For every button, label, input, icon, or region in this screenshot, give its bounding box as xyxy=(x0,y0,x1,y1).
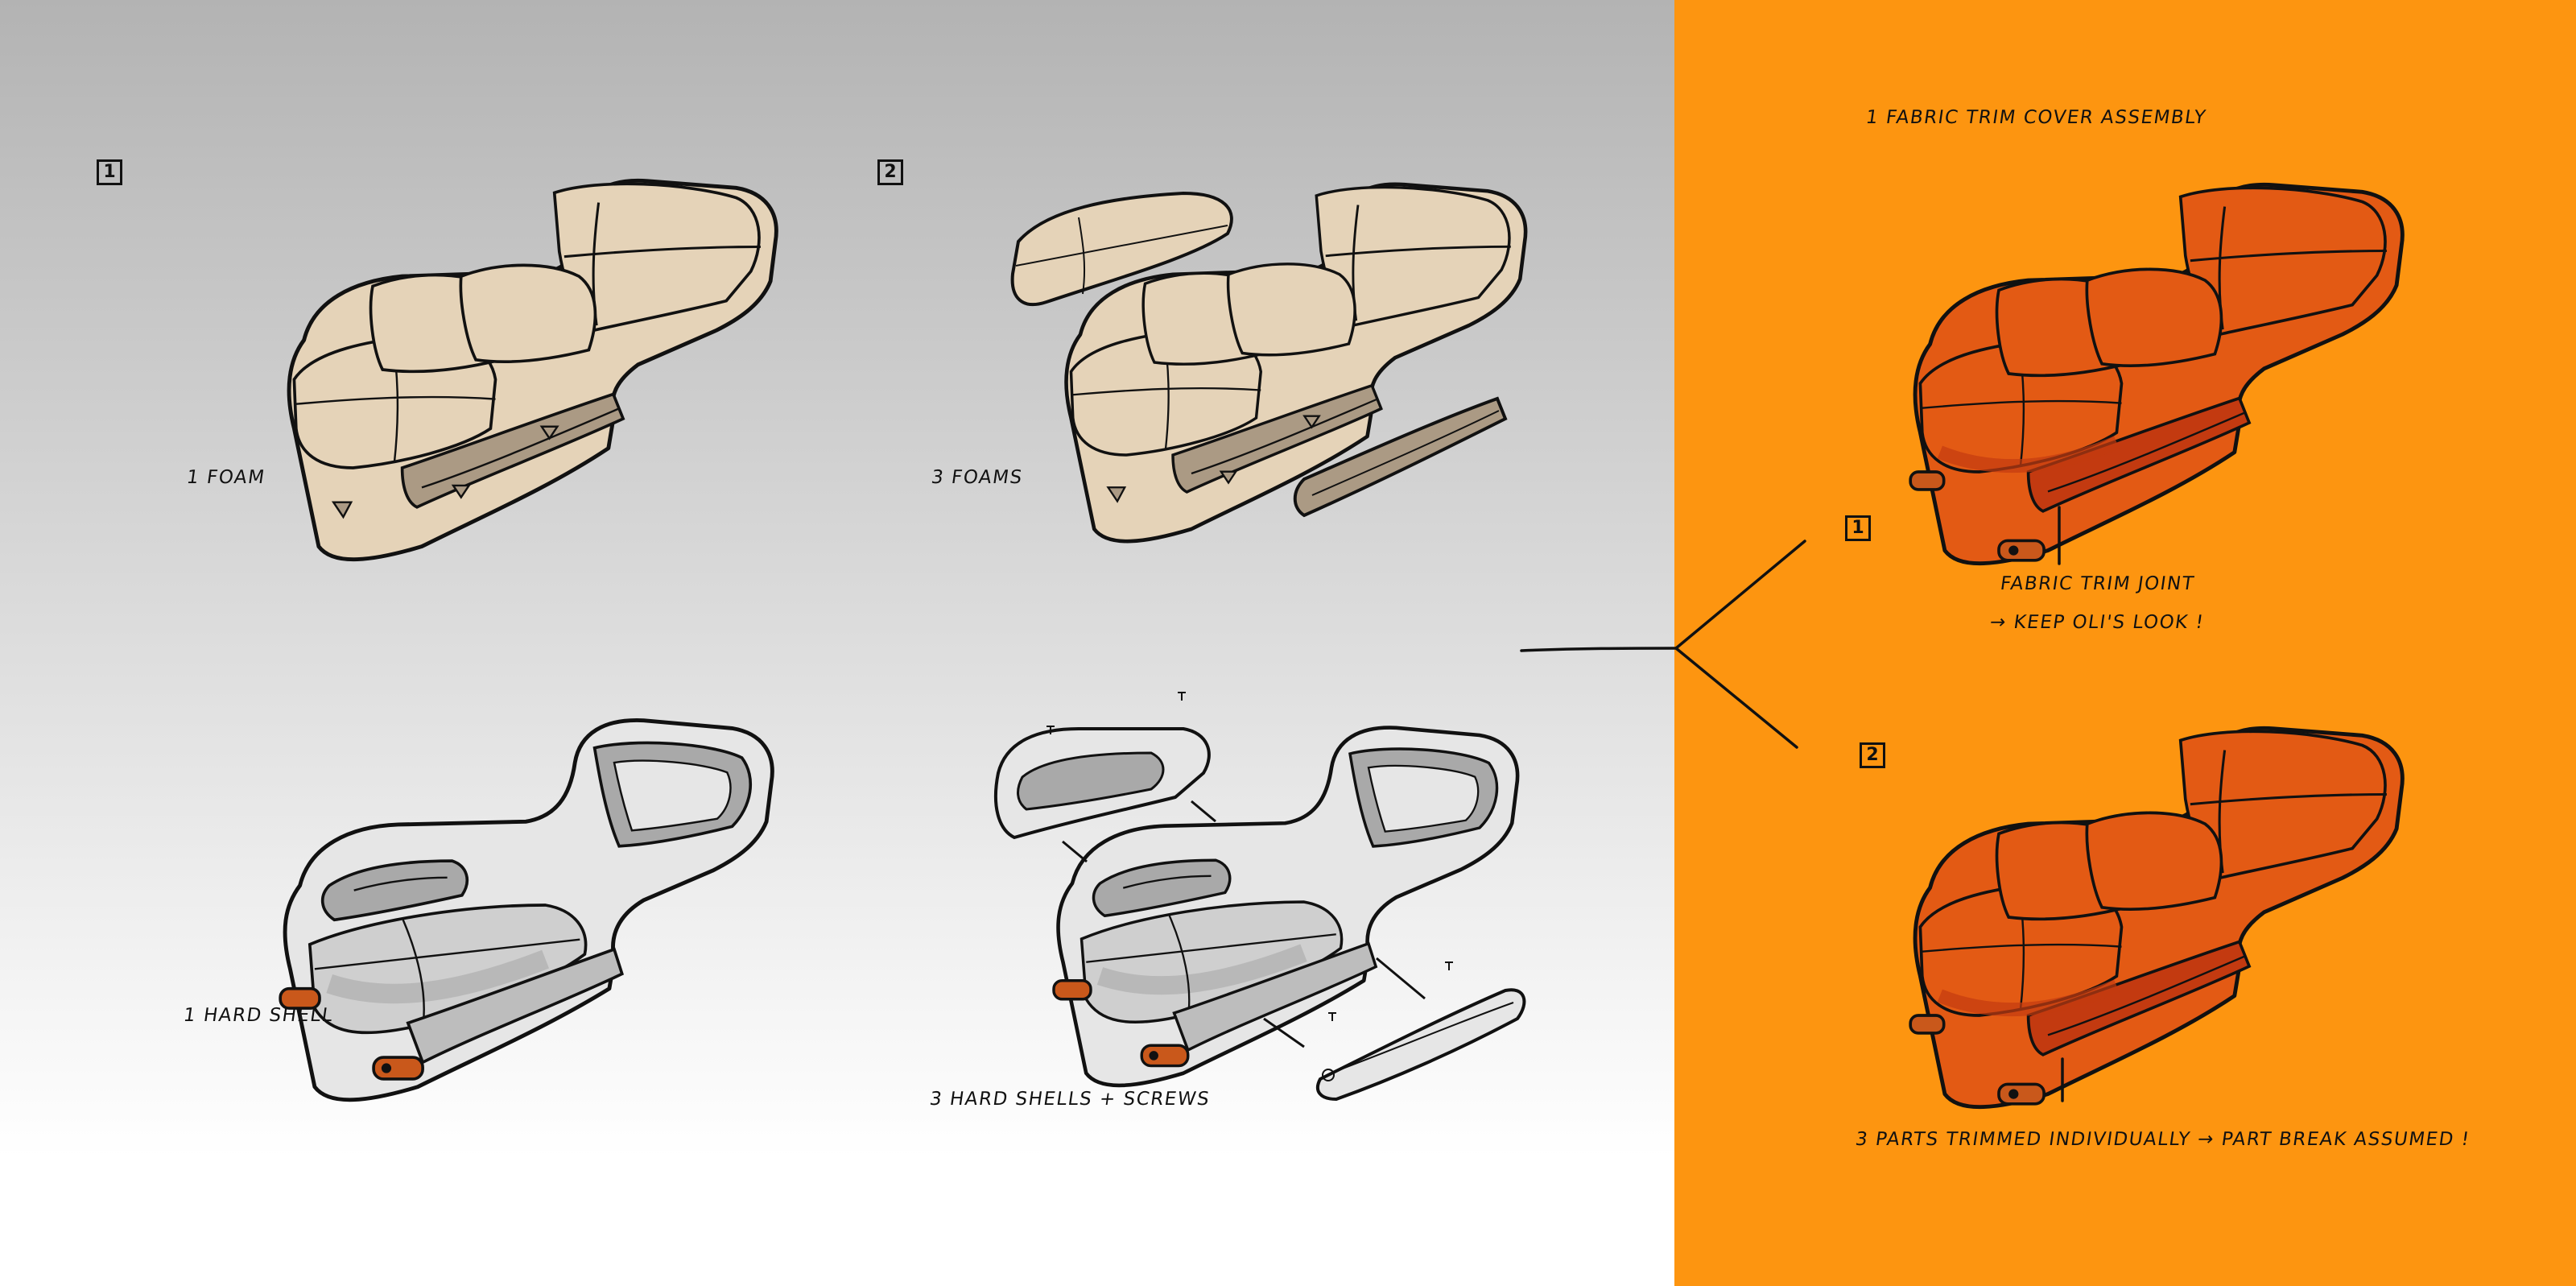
three-foam-seat-sketch xyxy=(1010,184,1525,541)
concept-1-marker: 1 xyxy=(97,159,122,185)
trim-option-2-marker: 2 xyxy=(1860,742,1885,768)
one-foam-label: 1 FOAM xyxy=(185,467,267,488)
trim-option-1-note-line2: → KEEP OLI'S LOOK ! xyxy=(1988,612,2206,633)
three-hard-shells-sketch xyxy=(994,692,1525,1102)
orange-panel xyxy=(1674,0,2576,1286)
trim-option-1-marker: 1 xyxy=(1845,515,1871,541)
three-foams-label: 3 FOAMS xyxy=(930,467,1025,488)
concept-2-marker: 2 xyxy=(877,159,903,185)
trim-panel-title: 1 FABRIC TRIM COVER ASSEMBLY xyxy=(1864,107,2208,128)
trim-option-1-note-line1: FABRIC TRIM JOINT xyxy=(1999,573,2196,594)
one-hard-shell-label: 1 HARD SHELL xyxy=(182,1005,335,1026)
trim-option-2-note: 3 PARTS TRIMMED INDIVIDUALLY → PART BREA… xyxy=(1854,1129,2472,1150)
branch-connector xyxy=(1520,506,2064,1102)
three-hard-shells-label: 3 HARD SHELLS + SCREWS xyxy=(928,1089,1212,1110)
